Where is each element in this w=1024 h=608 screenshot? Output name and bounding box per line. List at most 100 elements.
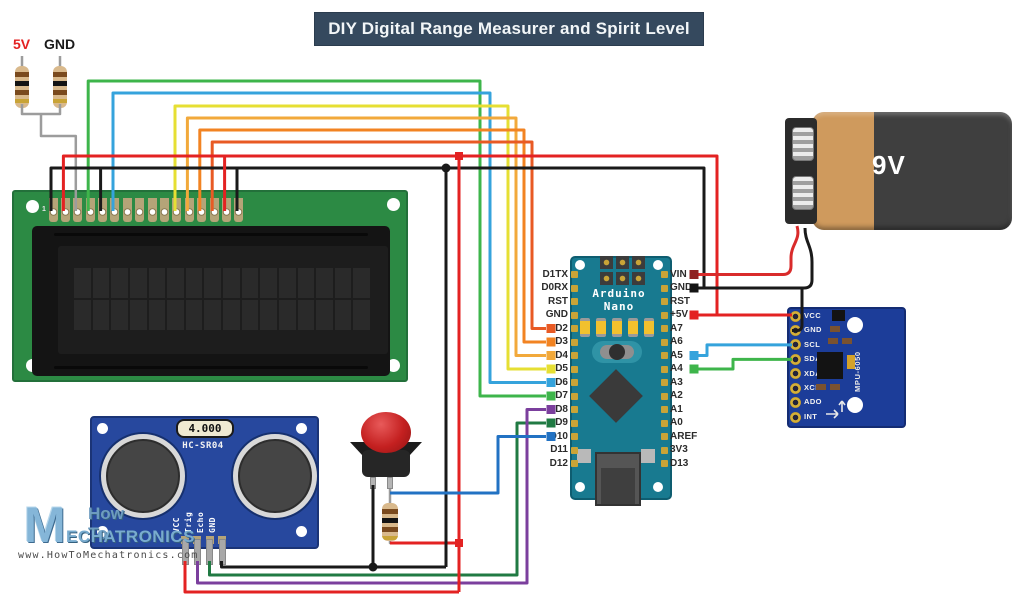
mpu-pin-label: VCC (804, 310, 822, 320)
capacitor-row (580, 318, 654, 337)
repeat-cell (596, 318, 606, 337)
repeat-cell (571, 352, 578, 359)
repeat-cell (661, 284, 668, 292)
repeat-cell (661, 311, 668, 319)
repeat-cell (661, 419, 668, 427)
arduino-pin-label: A2 (670, 390, 683, 402)
arduino-pin-label: GND (545, 309, 568, 321)
mpu-pin-label: XCL (804, 382, 821, 392)
repeat-cell (580, 318, 590, 337)
resistor-bands (382, 503, 398, 541)
arduino-pin-label: +5V (670, 309, 689, 321)
repeat-cell (206, 539, 214, 565)
arduino-name-line2: Nano (603, 300, 635, 313)
repeat-cell (661, 298, 668, 305)
repeat-cell (571, 406, 578, 413)
repeat-cell (616, 256, 629, 269)
repeat-cell (571, 338, 578, 346)
oscillator-can (609, 344, 625, 360)
pullup-resistor (382, 503, 398, 541)
repeat-cell (571, 325, 578, 332)
repeat-cell (789, 339, 801, 351)
battery-label: 9V (872, 150, 906, 180)
repeat-cell (661, 446, 668, 454)
arduino-pin-label: D12 (549, 457, 568, 469)
arduino-pin-label: A6 (670, 336, 683, 348)
repeat-cell (661, 379, 668, 386)
arduino-pin-label: D0RX (541, 282, 568, 294)
arduino-pin-label: GND (670, 282, 693, 294)
mpu-chip (817, 352, 843, 379)
arduino-pin-label: D9 (555, 417, 568, 429)
repeat-cell (612, 318, 622, 337)
repeat-cell (632, 256, 645, 269)
voltage-regulator (832, 310, 845, 321)
repeat-cell (616, 272, 629, 285)
arduino-left-edge-pads (571, 271, 578, 467)
repeat-cell (571, 284, 578, 292)
hcsr04-pin-label: Echo (196, 511, 205, 533)
repeat-cell (661, 271, 668, 278)
mpu-pin-label: GND (804, 325, 822, 335)
repeat-cell (571, 365, 578, 373)
usb-connector-inner (601, 468, 635, 504)
button-leg (370, 477, 376, 489)
arduino-pin-label: D1TX (542, 268, 568, 280)
arduino-pin-label: A7 (670, 322, 683, 334)
arduino-pin-label: D13 (670, 457, 689, 469)
smd-capacitor (847, 355, 855, 369)
mounting-hole (575, 482, 585, 492)
battery-terminal (792, 176, 814, 210)
push-button-cap (361, 412, 411, 453)
mpu6050-board (787, 307, 906, 428)
arduino-pin-label: VIN (670, 268, 687, 280)
repeat-cell (600, 272, 613, 285)
smd-component (828, 338, 838, 344)
arduino-pin-label: AREF (670, 430, 698, 442)
push-button-base (362, 450, 410, 477)
repeat-cell (571, 419, 578, 427)
hcsr04-pin-label: GND (208, 517, 217, 533)
repeat-cell (789, 310, 801, 322)
mpu-pin-label: ADO (804, 397, 822, 407)
battery-terminal (792, 127, 814, 161)
label-5v: 5V (13, 36, 31, 52)
usb-pad (641, 449, 655, 463)
arduino-pin-label: D5 (555, 363, 568, 375)
repeat-cell (661, 325, 668, 332)
arduino-right-edge-pads (661, 271, 668, 467)
mounting-hole (653, 482, 663, 492)
arduino-pin-label: D10 (549, 430, 568, 442)
arduino-pin-label: D2 (555, 322, 568, 334)
arduino-pin-label: D4 (555, 349, 568, 361)
arduino-pin-label: D7 (555, 390, 568, 402)
repeat-cell (571, 446, 578, 454)
smd-component (830, 326, 840, 332)
repeat-cell (571, 298, 578, 305)
repeat-cell (661, 392, 668, 400)
arduino-pin-label: RST (548, 295, 568, 307)
arduino-pin-label: 3V3 (670, 444, 688, 456)
arduino-pin-label: D6 (555, 376, 568, 388)
axis-indicator-icon (826, 400, 846, 419)
repeat-cell (661, 352, 668, 359)
arduino-name-line1: Arduino (592, 287, 646, 300)
label-gnd: GND (44, 36, 76, 52)
mpu-pin-label: SDA (804, 354, 822, 364)
repeat-cell (789, 324, 801, 336)
mounting-hole (847, 397, 863, 413)
smd-component (830, 384, 840, 390)
repeat-cell (218, 539, 226, 565)
repeat-cell (789, 353, 801, 365)
logo-mechatronics: ECHATRONICS (66, 527, 195, 546)
repeat-cell (661, 460, 668, 467)
mpu-pin-label: SCL (804, 339, 821, 349)
repeat-cell (571, 311, 578, 319)
repeat-cell (571, 392, 578, 400)
mounting-hole (847, 317, 863, 333)
smd-component (816, 384, 826, 390)
repeat-cell (789, 411, 801, 423)
arduino-pin-label: A4 (670, 363, 683, 375)
